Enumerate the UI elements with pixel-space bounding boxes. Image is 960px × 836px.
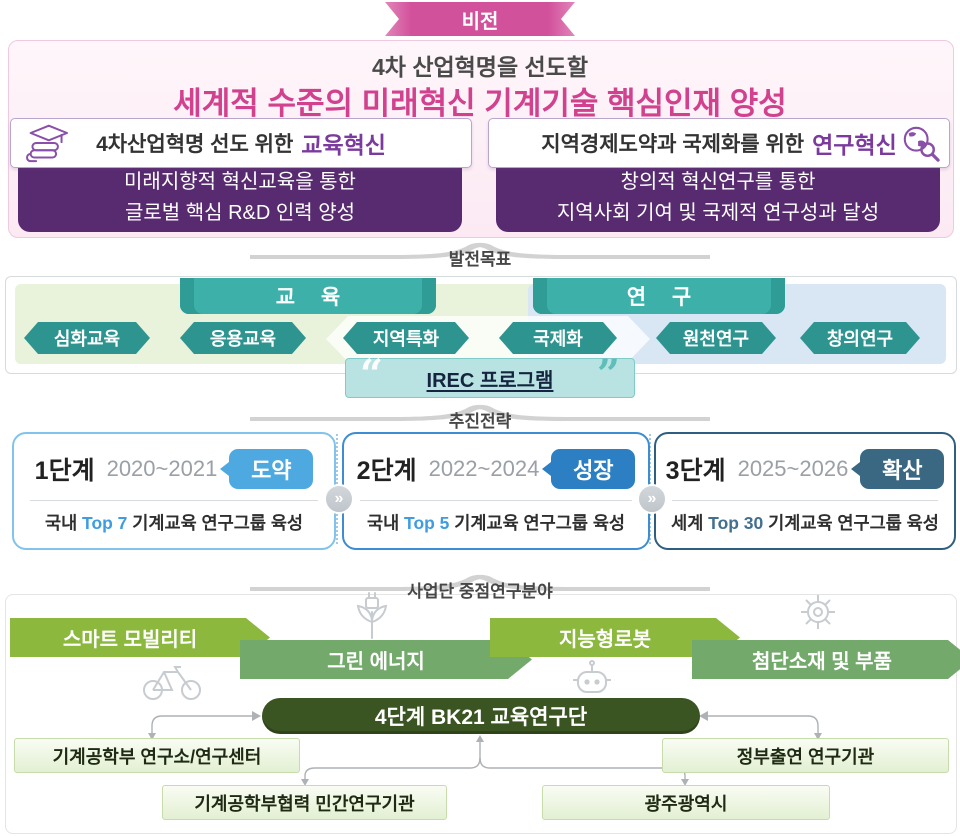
education-body-line1: 미래지향적 혁신교육을 통한: [124, 171, 356, 193]
goal-item-deep-education: 심화교육: [24, 322, 150, 354]
education-pillar-header: 4차산업혁명 선도 위한 교육혁신: [10, 118, 472, 168]
stage-3-desc-highlight: Top 30: [708, 513, 764, 533]
area-green-energy: 그린 에너지: [240, 640, 532, 679]
research-pillar-heading: 지역경제도약과 국제화를 위한: [541, 133, 805, 156]
stage-1-card: 1단계 2020~2021 도약 국내 Top 7 기계교육 연구그룹 육성: [12, 432, 336, 550]
goal-item-regional: 지역특화: [343, 322, 469, 354]
stage-3-card: 3단계 2025~2026 확산 세계 Top 30 기계교육 연구그룹 육성: [654, 432, 956, 550]
stage-2-card: 2단계 2022~2024 성장 국내 Top 5 기계교육 연구그룹 육성: [342, 432, 650, 550]
area-intelligent-robot: 지능형로봇: [490, 618, 740, 657]
stage-1-badge: 도약: [220, 449, 314, 489]
plant-energy-icon: [352, 590, 392, 645]
stage-2-period: 2022~2024: [428, 456, 540, 481]
research-header-bar: 연 구: [533, 278, 785, 314]
education-pillar-body: 미래지향적 혁신교육을 통한 글로벌 핵심 R&D 인력 양성: [18, 164, 462, 232]
goals-section-label: 발전목표: [448, 250, 512, 269]
research-innovation-accent: 연구혁신: [812, 132, 897, 158]
research-body-line1: 창의적 혁신연구를 통한: [620, 171, 816, 193]
stage-1-desc-prefix: 국내: [44, 513, 78, 533]
next-stage-chevron-icon: »: [324, 484, 354, 514]
education-body-line2: 글로벌 핵심 R&D 인력 양성: [124, 202, 356, 224]
brace-shape-icon: [250, 242, 710, 259]
stage-2-name: 2단계: [356, 457, 417, 485]
globe-magnifier-icon: [899, 124, 941, 168]
goal-item-applied-education: 응용교육: [180, 322, 306, 354]
irec-program-label: IREC 프로그램: [426, 369, 554, 392]
vision-title: 세계적 수준의 미래혁신 기계기술 핵심인재 양성: [173, 86, 787, 121]
divider: [672, 500, 938, 501]
node-gwangju-city: 광주광역시: [542, 785, 830, 820]
stage-1-period: 2020~2021: [106, 456, 218, 481]
vision-ribbon-badge: 비전: [385, 2, 575, 36]
robot-icon: [568, 658, 616, 707]
divider: [30, 500, 318, 501]
bicycle-icon: [140, 660, 204, 707]
vision-badge-label: 비전: [461, 10, 499, 33]
stage-2-desc-highlight: Top 5: [404, 513, 450, 533]
next-stage-chevron-icon: »: [637, 484, 667, 514]
node-private-partners: 기계공학부협력 민간연구기관: [162, 785, 447, 820]
stage-3-desc-suffix: 기계교육 연구그룹 육성: [768, 513, 939, 533]
areas-section-brace: 사업단 중점연구분야: [250, 572, 710, 602]
goal-item-creative-research: 창의연구: [800, 322, 920, 354]
stage-2-badge: 성장: [542, 449, 636, 489]
stage-1-description: 국내 Top 7 기계교육 연구그룹 육성: [14, 510, 334, 535]
bk21-hub-pill: 4단계 BK21 교육연구단: [262, 698, 700, 734]
gear-icon: [794, 588, 842, 641]
education-pillar-heading: 4차산업혁명 선도 위한: [96, 133, 294, 156]
graduation-books-icon: [25, 123, 69, 169]
goal-item-globalization: 국제화: [499, 322, 617, 354]
irec-program-box: “ IREC 프로그램 ”: [345, 355, 635, 398]
goals-section-brace: 발전목표: [250, 240, 710, 270]
stage-3-badge: 확산: [851, 449, 945, 489]
node-research-centers: 기계공학부 연구소/연구센터: [14, 738, 300, 773]
stage-2-desc-prefix: 국내: [366, 513, 400, 533]
stage-3-name: 3단계: [665, 457, 726, 485]
vision-subtitle: 4차 산업혁명을 선도할: [371, 54, 588, 80]
stage-1-desc-highlight: Top 7: [82, 513, 128, 533]
stage-2-desc-suffix: 기계교육 연구그룹 육성: [454, 513, 626, 533]
stage-3-description: 세계 Top 30 기계교육 연구그룹 육성: [656, 510, 954, 535]
stage-1-desc-suffix: 기계교육 연구그룹 육성: [132, 513, 304, 533]
strategy-section-label: 추진전략: [448, 412, 512, 431]
brace-shape-icon: [250, 404, 710, 421]
stage-2-description: 국내 Top 5 기계교육 연구그룹 육성: [344, 510, 648, 535]
divider: [360, 500, 632, 501]
research-pillar-header: 지역경제도약과 국제화를 위한 연구혁신: [488, 118, 950, 168]
research-body-line2: 지역사회 기여 및 국제적 연구성과 달성: [556, 202, 880, 224]
areas-section-label: 사업단 중점연구분야: [407, 582, 553, 601]
education-innovation-accent: 교육혁신: [301, 132, 386, 158]
education-header-bar: 교 육: [180, 278, 436, 314]
stage-3-period: 2025~2026: [737, 456, 849, 481]
node-government-institutes: 정부출연 연구기관: [662, 738, 949, 773]
research-pillar-body: 창의적 혁신연구를 통한 지역사회 기여 및 국제적 연구성과 달성: [496, 164, 940, 232]
strategy-section-brace: 추진전략: [250, 402, 710, 432]
goal-item-core-research: 원천연구: [656, 322, 776, 354]
area-advanced-materials: 첨단소재 및 부품: [692, 640, 960, 679]
brace-shape-icon: [250, 574, 710, 591]
stage-3-desc-prefix: 세계: [671, 513, 704, 533]
area-smart-mobility: 스마트 모빌리티: [10, 618, 270, 657]
stage-1-name: 1단계: [34, 457, 95, 485]
